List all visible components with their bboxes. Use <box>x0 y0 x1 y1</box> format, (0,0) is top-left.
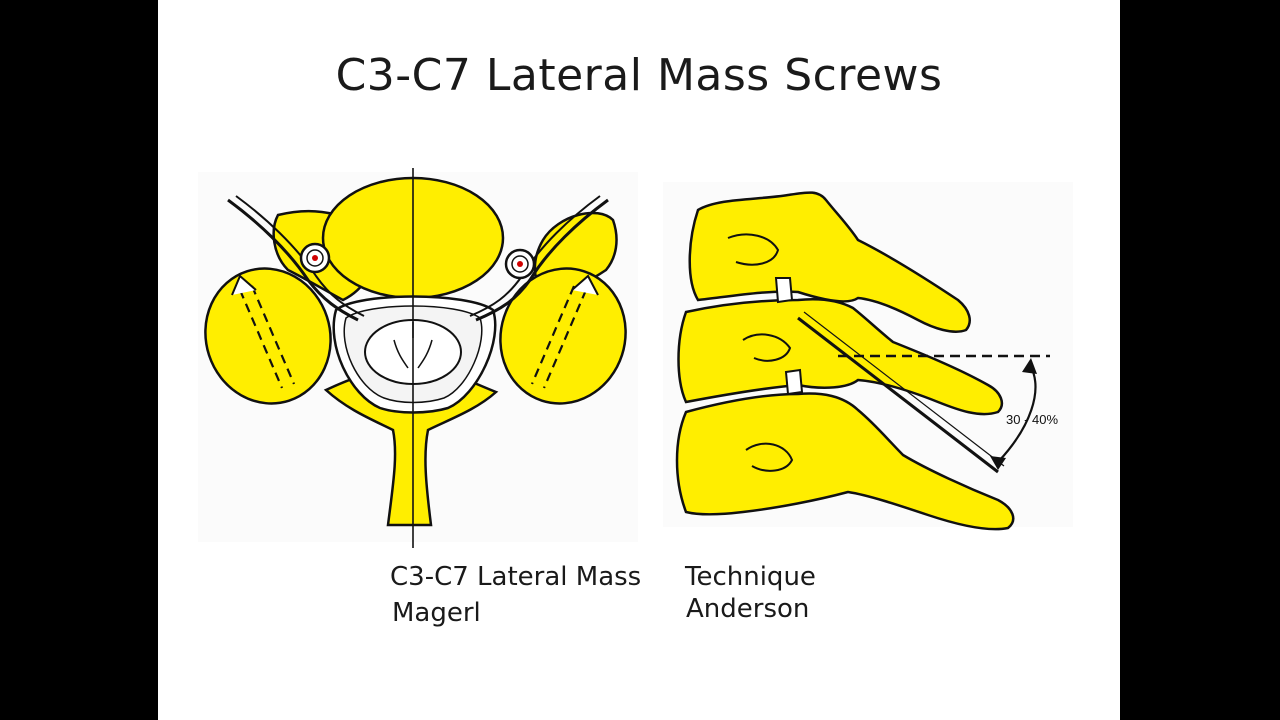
right-nerve-root <box>475 198 609 322</box>
upper-vertebra <box>688 191 971 333</box>
axial-vertebra-illustration <box>198 168 638 548</box>
right-lateral-mass <box>499 267 627 405</box>
left-trajectory-arrowhead <box>231 274 257 296</box>
caption-technique: Technique <box>685 562 816 592</box>
right-screw-trajectory <box>530 285 588 389</box>
screw-trajectory-line <box>797 316 999 474</box>
slide-title: C3-C7 Lateral Mass Screws <box>335 50 943 101</box>
lower-vertebra <box>675 392 1015 531</box>
lateral-spine-illustration <box>663 182 1073 531</box>
slide: C3-C7 Lateral Mass Screws <box>158 0 1120 720</box>
caption-lateral-mass: C3-C7 Lateral Mass <box>390 562 642 592</box>
angle-label: 30 - 40% <box>1006 412 1058 427</box>
angle-arrowhead-top <box>1022 358 1037 374</box>
right-trajectory-arrowhead <box>571 274 599 296</box>
left-lateral-mass <box>204 267 332 405</box>
angle-arrowhead-bottom <box>990 456 1006 470</box>
caption-magerl: Magerl <box>392 598 481 628</box>
left-nerve-root <box>227 198 359 322</box>
left-screw-trajectory <box>238 285 296 389</box>
diagram-canvas: 30 - 40% <box>198 168 1073 548</box>
caption-anderson: Anderson <box>686 594 810 624</box>
